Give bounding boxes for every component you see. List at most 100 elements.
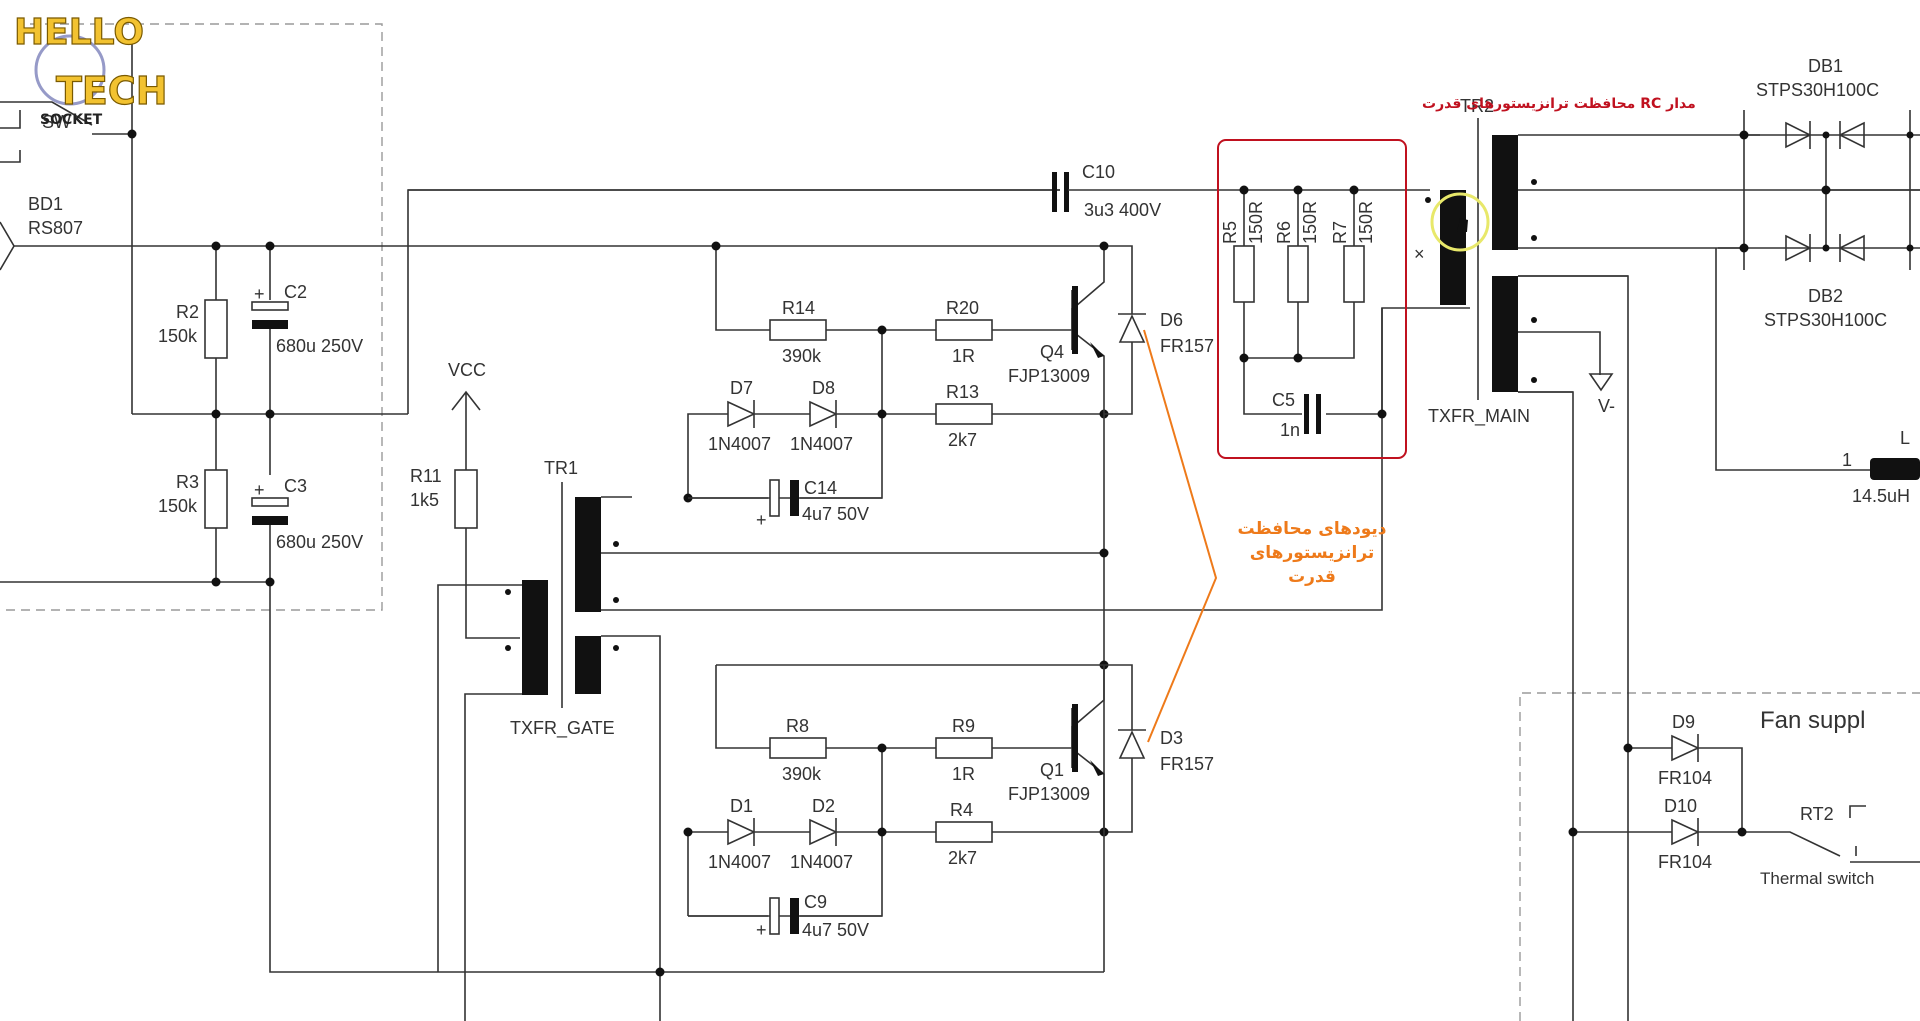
label-r2: R2: [176, 302, 199, 322]
label-r5-val: 150R: [1246, 201, 1266, 244]
label-d2: D2: [812, 796, 835, 816]
label-r6: R6: [1274, 221, 1294, 244]
tr2-core-right-top: [1492, 135, 1518, 250]
label-d7-val: 1N4007: [708, 434, 771, 454]
label-d3-val: FR157: [1160, 754, 1214, 774]
label-c10-val: 3u3 400V: [1084, 200, 1161, 220]
diode-db1-b: [1838, 121, 1865, 149]
label-r9-val: 1R: [952, 764, 975, 784]
label-l-val: 14.5uH: [1852, 486, 1910, 506]
label-r13-val: 2k7: [948, 430, 977, 450]
label-bd1-part: RS807: [28, 218, 83, 238]
diode-d6: [1118, 313, 1146, 343]
diode-db2-a: [1785, 234, 1812, 262]
label-db2-val: STPS30H100C: [1764, 310, 1887, 330]
label-r7-val: 150R: [1356, 201, 1376, 244]
tr1-core-left: [522, 580, 548, 695]
label-db1-val: STPS30H100C: [1756, 80, 1879, 100]
transistor-q4: [1072, 286, 1078, 354]
label-c2-val: 680u 250V: [276, 336, 363, 356]
resistor-r11: [454, 469, 478, 529]
capacitor-c14: [769, 479, 780, 517]
label-r13: R13: [946, 382, 979, 402]
label-r3-val: 150k: [158, 496, 198, 516]
resistor-r14: [769, 319, 827, 341]
diode-d9: [1671, 734, 1700, 762]
label-q4: Q4: [1040, 342, 1064, 362]
diode-d8: [809, 400, 838, 428]
label-r4: R4: [950, 800, 973, 820]
label-c10: C10: [1082, 162, 1115, 182]
resistor-r9: [935, 737, 993, 759]
label-q1-val: FJP13009: [1008, 784, 1090, 804]
label-c14-val: 4u7 50V: [802, 504, 869, 524]
label-r5: R5: [1220, 221, 1240, 244]
label-thermal-switch: Thermal switch: [1760, 869, 1874, 888]
cursor-hand-icon: [1457, 218, 1468, 232]
resistor-r13: [935, 403, 993, 425]
label-d8-val: 1N4007: [790, 434, 853, 454]
tr2-core-right-bottom: [1492, 276, 1518, 392]
resistor-r7: [1343, 245, 1365, 303]
annotation-protection-line-2: ترانزیستورهای: [1250, 543, 1375, 563]
plus-c3: +: [254, 480, 265, 500]
label-r2-val: 150k: [158, 326, 198, 346]
label-bd1: BD1: [28, 194, 63, 214]
label-r6-val: 150R: [1300, 201, 1320, 244]
label-l-pin: 1: [1842, 450, 1852, 470]
logo-line-2: TECH: [56, 69, 168, 113]
diode-d10: [1671, 818, 1700, 846]
resistor-r5: [1233, 245, 1255, 303]
diode-d2: [809, 818, 838, 846]
label-r20: R20: [946, 298, 979, 318]
label-d10-val: FR104: [1658, 852, 1712, 872]
label-db2: DB2: [1808, 286, 1843, 306]
label-vcc: VCC: [448, 360, 486, 380]
label-rt2: RT2: [1800, 804, 1834, 824]
resistor-r2: [204, 299, 228, 359]
logo-line-1: HELLO: [14, 12, 144, 53]
tr1-core-right-top: [575, 497, 601, 612]
label-d9: D9: [1672, 712, 1695, 732]
capacitor-c3: [251, 497, 289, 507]
resistor-r20: [935, 319, 993, 341]
tr2-core-left: [1440, 190, 1466, 305]
plus-c2: +: [254, 284, 265, 304]
diode-d7: [727, 400, 756, 428]
label-tr2: TR2: [1460, 96, 1494, 116]
label-d3: D3: [1160, 728, 1183, 748]
resistor-r4: [935, 821, 993, 843]
label-c9: C9: [804, 892, 827, 912]
label-d9-val: FR104: [1658, 768, 1712, 788]
input-section-border: [0, 23, 383, 611]
label-txfr-main: TXFR_MAIN: [1428, 406, 1530, 427]
diode-db2-b: [1838, 234, 1865, 262]
fan-section-border: [1519, 692, 1920, 1021]
label-r9: R9: [952, 716, 975, 736]
capacitor-c5: [1304, 394, 1309, 434]
annotation-rc-circuit: مدار RC محافظت ترانزیستورهای قدرت: [1422, 96, 1696, 112]
label-d8: D8: [812, 378, 835, 398]
capacitor-c2: [251, 301, 289, 311]
label-r11: R11: [410, 466, 442, 486]
label-txfr-gate: TXFR_GATE: [510, 718, 615, 739]
label-r4-val: 2k7: [948, 848, 977, 868]
label-tr1: TR1: [544, 458, 578, 478]
rc-highlight-box: [1217, 139, 1407, 459]
label-r11-val: 1k5: [410, 490, 439, 510]
label-db1: DB1: [1808, 56, 1843, 76]
diode-db1-a: [1785, 121, 1812, 149]
resistor-r6: [1287, 245, 1309, 303]
label-c9-val: 4u7 50V: [802, 920, 869, 940]
annotation-protection-line-1: دیودهای محافظت: [1237, 519, 1386, 539]
label-fan-supply: Fan suppl: [1760, 707, 1865, 734]
label-c5-val: 1n: [1280, 420, 1300, 440]
label-r14: R14: [782, 298, 815, 318]
label-r8: R8: [786, 716, 809, 736]
label-c2: C2: [284, 282, 307, 302]
highlight-ring: [1430, 192, 1490, 252]
label-r7: R7: [1330, 221, 1350, 244]
label-d7: D7: [730, 378, 753, 398]
label-d6-val: FR157: [1160, 336, 1214, 356]
